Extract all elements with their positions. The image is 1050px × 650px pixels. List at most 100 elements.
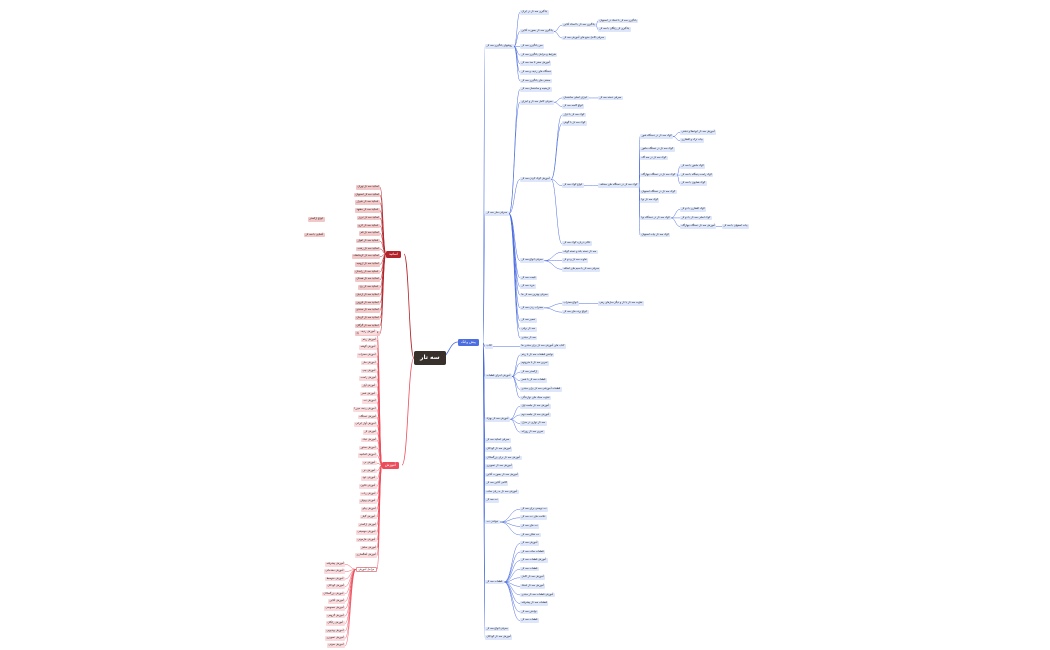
mindmap-node-pink-23[interactable]: آموزش پیانو [361,507,378,512]
mindmap-node-b3[interactable]: یادگیری سه تار بصورت آنلاین [520,29,555,34]
mindmap-node-pink-20[interactable]: آموزش قانون [359,484,377,489]
mindmap-node-red-10[interactable]: اساتید سه تار ارومیه [355,262,381,267]
mindmap-node-b11c[interactable]: انواع کاسه سه تار [562,104,585,109]
mindmap-node-b20c[interactable]: معرفی سه تار با سیم های اضافه [562,267,601,272]
mindmap-node-b15a[interactable]: کوک سه تار در سه گاه [640,155,668,161]
mindmap-node-b22[interactable]: مضراب زدن سه تار [520,305,545,311]
mindmap-node-red-9[interactable]: اساتید سه تار کرمانشاه [352,254,381,259]
mindmap-node-b26b[interactable]: آموزش سه تار جلسه دوم [520,412,551,418]
mindmap-node-b35c[interactable]: نت های سه تار [520,524,540,529]
mindmap-node-b13[interactable]: آموزش کوک کردن سه تار [520,177,552,182]
mindmap-node-pink-25[interactable]: آموزش ارکستر [358,522,378,528]
mindmap-node-pink-16[interactable]: آموزش کمانچه [358,453,378,458]
mindmap-node-pink-4[interactable]: آموزش ساز [361,360,377,366]
mindmap-node-red-1[interactable]: اساتید سه تار اصفهان [354,192,381,198]
mindmap-node-red-16[interactable]: اساتید سه تار سنندج [355,308,381,313]
mindmap-node-b32[interactable]: کلاس آنلاین سه تار [485,481,509,486]
mindmap-node-b17e[interactable]: آموزش سه تار دستگاه چهارگاه [680,224,717,229]
mindmap-node-pink-14[interactable]: آموزش تنبک [361,437,378,443]
mindmap-node-pink-sub-7[interactable]: آموزش گروهی [326,613,346,619]
mindmap-node-pink-sub-4[interactable]: آموزش بزرگسالان [322,591,345,597]
mindmap-node-b1[interactable]: یادگیری سه تار در ایران [520,9,549,15]
mindmap-node-b24[interactable]: کتاب [485,344,494,349]
mindmap-node-b2a[interactable]: یادگیری سه تار با استاد در اصفهان [598,18,639,24]
mindmap-node-pink-9[interactable]: آموزش نت [362,399,377,404]
mindmap-node-b36i[interactable]: نواختن سه تار [520,609,539,615]
mindmap-node-b2c[interactable]: معرفی کامل منبع های آموزش سه تار [562,35,606,41]
mindmap-node-pink-27[interactable]: آموزش هارمونی [356,537,377,543]
mindmap-node-pink-sub-11[interactable]: آموزش صوتی [327,643,346,648]
mindmap-node-b7[interactable]: آموزش صفر تا صد سه تار [520,61,552,66]
mindmap-node-b10[interactable]: تاریخچه و ساختمان سه تار [520,87,552,92]
mindmap-node-red-4[interactable]: اساتید سه تار تبریز [357,215,381,221]
mindmap-node-red-5[interactable]: اساتید سه تار کرج [357,223,380,229]
mindmap-node-b23b[interactable]: سه تار مبتدی [520,335,538,341]
mindmap-node-b17b[interactable]: کوک سه تار در دستگاه نوا [640,215,672,221]
branch-main-right[interactable]: پیش وانک [458,339,479,346]
mindmap-node-b25b[interactable]: تمرین سه تار با مترونوم [520,361,550,366]
mindmap-node-b33[interactable]: آموزش سه تار به زبان ساده [485,489,519,495]
mindmap-node-b14[interactable]: کوک سه تار در دستگاه شور [640,134,674,139]
mindmap-node-b12[interactable]: کوک سه تار با ابزار [562,112,586,118]
mindmap-node-b26[interactable]: آموزش سه تار بهزاد [485,416,510,422]
mindmap-node-b11a[interactable]: اجزای اصلی ساختمان [562,95,589,101]
mindmap-node-b22c[interactable]: انواع پرده های سه تار [562,309,589,315]
mindmap-node-pink-sub-6[interactable]: آموزش خصوصی [324,606,346,611]
mindmap-node-b35b[interactable]: علامت های نت سه تار [520,515,548,521]
mindmap-node-b35a[interactable]: نت نویسی برای سه تار [520,506,549,512]
root-node[interactable]: سه تار [414,351,446,365]
mindmap-node-b11b[interactable]: معرفی دسته سه تار [598,95,623,101]
mindmap-node-pink-18[interactable]: آموزش دف [361,468,377,474]
branch-main-left-bottom[interactable]: آموزش [382,462,399,469]
mindmap-node-b17[interactable]: کوک سه تار در دستگاه اصفهان [640,189,677,195]
mindmap-node-pink-11[interactable]: آموزش دستگاه [358,414,378,420]
mindmap-node-b35d[interactable]: نت شکن سه تار [520,532,541,538]
mindmap-node-pink-13[interactable]: آموزش تار [363,430,378,435]
mindmap-node-pink-24[interactable]: آموزش گیتار [360,514,377,520]
mindmap-node-b20[interactable]: معرفی انواع سه تار [520,258,545,264]
mindmap-node-red-12[interactable]: اساتید سه تار همدان [355,277,381,282]
mindmap-node-b20b[interactable]: تفاوت سه تار و دو تار [562,258,589,264]
mindmap-node-pink-15[interactable]: آموزش سنتور [359,445,378,451]
mindmap-node-b18[interactable]: معرفی ساز سه تار [485,211,509,216]
mindmap-node-pink-1[interactable]: آموزش ریتم [361,337,378,343]
mindmap-node-b29[interactable]: آموزش سه تار برای بزرگسالان [485,455,522,461]
mindmap-node-b6[interactable]: شرایط و مراحل یادگیری سه تار [520,52,558,58]
mindmap-node-b26d[interactable]: تمرین سه تار روزانه [520,429,545,435]
mindmap-node-b13b[interactable]: کوک سه تار در دستگاه های مختلف [598,183,639,189]
mindmap-node-b25e[interactable]: قطعات آموزشی سه تار برای مبتدی [520,386,562,392]
mindmap-node-b21b[interactable]: معرفی بهترین سه تار ها [520,292,550,298]
mindmap-node-b36f[interactable]: آموزش سه تار استاد [520,584,546,589]
mindmap-node-b25[interactable]: آموزش اجرای قطعات [485,374,512,379]
mindmap-node-red-18[interactable]: اساتید سه تار گرگان [355,323,380,329]
mindmap-node-pink-sub-5[interactable]: آموزش آنلاین [328,599,346,604]
mindmap-node-b25c[interactable]: ارکستر سه تار [520,369,539,375]
mindmap-node-red-3[interactable]: اساتید سه تار مشهد [355,208,380,213]
mindmap-node-b25a[interactable]: نواختن قطعات سه تار با ریتم [520,352,555,358]
mindmap-node-pink-7[interactable]: آموزش آواز [361,383,377,389]
mindmap-node-b16c[interactable]: کوک همایون با سه تار [680,181,707,186]
mindmap-node-pink-26[interactable]: آموزش موسیقی [356,530,377,535]
mindmap-node-b35[interactable]: خواندن نت [485,519,500,525]
mindmap-node-red-extra-1[interactable]: آشنایی با سه تار [304,232,325,238]
mindmap-node-pink-3[interactable]: آموزش مضراب [357,353,377,358]
mindmap-node-pink-17[interactable]: آموزش نی [362,460,377,466]
mindmap-node-b36b[interactable]: قطعات ساده سه تار [520,549,546,555]
mindmap-node-b12a[interactable]: کوک سه تار با گوش [562,121,587,126]
mindmap-node-b22b[interactable]: تفاوت سه تار با تار و دیگر سازهای زهی [598,301,644,306]
mindmap-node-pink-28[interactable]: آموزش سلفژ [360,545,378,551]
mindmap-node-b21[interactable]: قیمت سه تار [520,275,538,281]
mindmap-node-pink-sub-9[interactable]: آموزش ویدیویی [325,628,345,634]
mindmap-node-red-11[interactable]: اساتید سه تار زاهدان [354,269,380,275]
mindmap-node-b36h[interactable]: قطعات سه تار پیشرفته [520,601,549,606]
mindmap-node-pink-sub-0[interactable]: آموزش پیشرفته [325,562,346,567]
mindmap-node-b20a[interactable]: سه تار دسته بلند و دسته کوتاه [562,249,598,255]
mindmap-node-red-7[interactable]: اساتید سه تار اهواز [356,238,380,244]
mindmap-node-b24a[interactable]: کتاب های آموزش سه تار برای مبتدی ها [520,344,566,349]
mindmap-node-b4[interactable]: روشهای یادگیری سه تار [485,44,514,49]
mindmap-node-b30[interactable]: آموزش سه تار تصویری [485,464,514,469]
mindmap-node-b28[interactable]: آموزش سه تار کودکان [485,446,513,452]
branch-main-left-top[interactable]: اساتید [386,251,402,258]
mindmap-node-pink-19[interactable]: آموزش عود [361,476,377,481]
mindmap-node-pink-6[interactable]: آموزش راست [359,376,378,381]
